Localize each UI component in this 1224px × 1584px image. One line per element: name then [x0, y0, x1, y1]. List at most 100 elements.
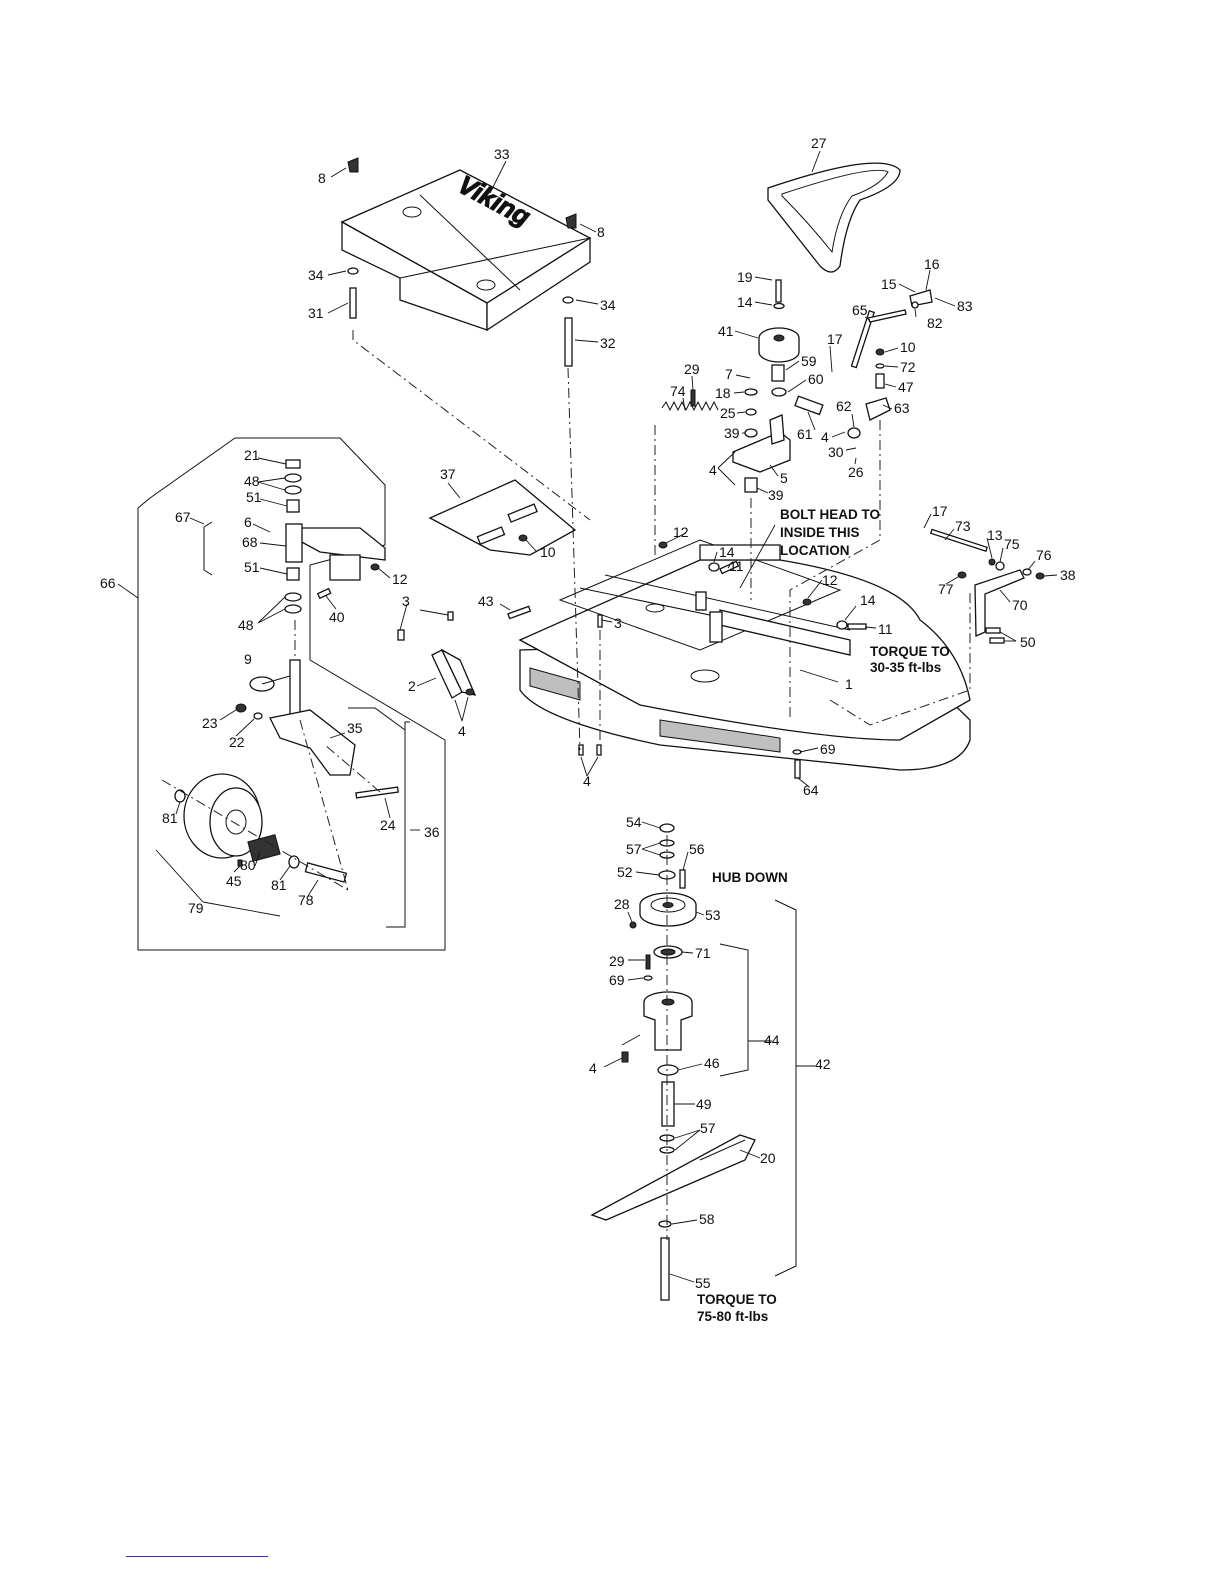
group-brackets [203, 521, 797, 1277]
callout-53: 53 [705, 907, 721, 923]
callout-48: 48 [238, 617, 254, 633]
bolt-50-a [985, 627, 1001, 634]
callout-64: 64 [803, 782, 819, 798]
bolt-11-right [847, 623, 867, 630]
callout-21: 21 [244, 447, 260, 463]
washer-22 [253, 712, 263, 720]
callout-74: 74 [670, 383, 686, 399]
bushing-51-bottom [286, 567, 300, 581]
assembly-lines [161, 330, 971, 1240]
spacer-stack [285, 459, 301, 469]
callout-33: 33 [494, 146, 510, 162]
tube-68 [285, 523, 303, 563]
callout-3: 3 [402, 593, 410, 609]
callout-75: 75 [1004, 536, 1020, 552]
note-bolt-head-line2: INSIDE THIS [780, 525, 860, 540]
washer-34-left [347, 267, 359, 275]
callout-76: 76 [1036, 547, 1052, 563]
bolt-32 [564, 317, 573, 367]
bolt-50-b [989, 637, 1005, 644]
nut-10-deflector [518, 534, 528, 542]
callout-26: 26 [848, 464, 864, 480]
washer-62 [847, 427, 861, 439]
washer-48c [284, 592, 302, 602]
callout-51: 51 [244, 559, 260, 575]
callout-69: 69 [820, 741, 836, 757]
assembly-notes: BOLT HEAD TO INSIDE THIS LOCATION TORQUE… [697, 507, 950, 1324]
callout-41: 41 [718, 323, 734, 339]
callout-43: 43 [478, 593, 494, 609]
callout-66: 66 [100, 575, 116, 591]
callout-79: 79 [188, 900, 204, 916]
nut-23 [235, 703, 247, 713]
nut-38 [1035, 572, 1045, 580]
caster-arm-67 [297, 527, 386, 581]
callout-47: 47 [898, 379, 914, 395]
screw-4-spindle [621, 1051, 629, 1063]
spindle-housing [643, 991, 693, 1051]
callout-39: 39 [768, 487, 784, 503]
washer-14-upper [773, 302, 785, 310]
callout-11: 11 [729, 558, 744, 574]
callout-44: 44 [764, 1032, 780, 1048]
shaft-61 [794, 395, 824, 416]
callout-67: 67 [175, 509, 191, 525]
bolt-40 [316, 587, 332, 600]
callout-3: 3 [614, 615, 622, 631]
callout-38: 38 [1060, 567, 1076, 583]
callout-51: 51 [246, 489, 262, 505]
callout-4: 4 [583, 773, 591, 789]
callout-28: 28 [614, 896, 630, 912]
screw-4-deck-b [596, 744, 602, 756]
callout-5: 5 [780, 470, 788, 486]
nut-12-deck-right [802, 598, 812, 606]
callout-30: 30 [828, 444, 844, 460]
washer-48b [284, 485, 302, 495]
callout-23: 23 [202, 715, 218, 731]
washer-14-right [836, 620, 848, 630]
footer-link-underline[interactable] [126, 1556, 268, 1557]
callout-4: 4 [458, 723, 466, 739]
callout-14: 14 [737, 294, 753, 310]
bracket-2 [431, 648, 477, 699]
callout-48: 48 [244, 473, 260, 489]
callout-1: 1 [845, 676, 853, 692]
callout-49: 49 [696, 1096, 712, 1112]
screw-3-deck [597, 614, 603, 628]
chute-deflector-37 [428, 479, 577, 556]
rod-65-bend [867, 309, 907, 323]
washer-75 [995, 561, 1005, 571]
callout-65: 65 [852, 302, 868, 318]
callout-82: 82 [927, 315, 943, 331]
callout-56: 56 [689, 841, 705, 857]
washer-69-spindle [643, 975, 653, 981]
callout-40: 40 [329, 609, 345, 625]
callout-46: 46 [704, 1055, 720, 1071]
bolt-43 [507, 605, 532, 620]
callout-36: 36 [424, 824, 440, 840]
washer-69-deck [792, 749, 802, 755]
spacer-47 [875, 373, 885, 389]
callout-12: 12 [392, 571, 408, 587]
washer-60 [771, 387, 787, 397]
washer-48d [284, 604, 302, 614]
screw-3-bracket-a [397, 629, 405, 641]
callout-29: 29 [609, 953, 625, 969]
bushing-39-lower [744, 477, 758, 493]
callout-4: 4 [589, 1060, 597, 1076]
callout-31: 31 [308, 305, 324, 321]
bearing-81-left [174, 789, 186, 803]
bushing-39-upper [744, 428, 758, 438]
bolt-55 [660, 1237, 670, 1301]
key-56 [679, 869, 686, 889]
rod-73 [929, 528, 988, 552]
callout-14: 14 [719, 544, 735, 560]
belt-cover: Viking [340, 169, 592, 332]
washer-14-left [708, 562, 720, 572]
bearing-46 [657, 1064, 679, 1076]
bolt-19 [775, 279, 782, 303]
note-torque-blade-line1: TORQUE TO [697, 1292, 777, 1307]
callout-18: 18 [715, 385, 731, 401]
callout-27: 27 [811, 135, 827, 151]
washer-82 [911, 301, 919, 309]
